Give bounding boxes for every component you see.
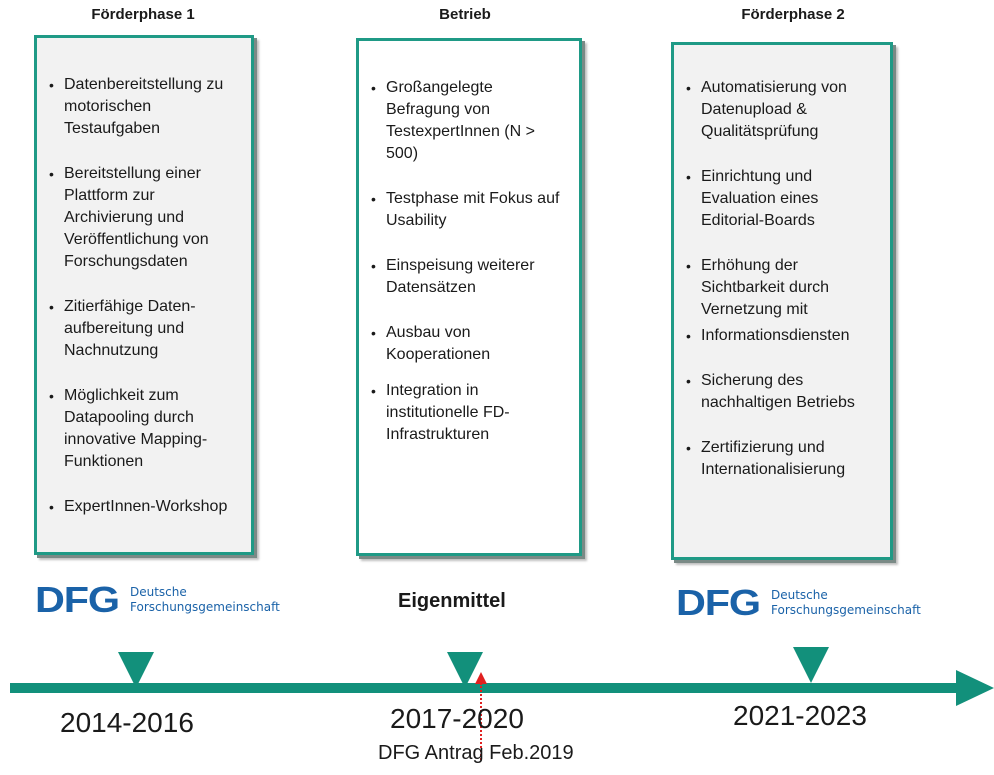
edge-marks-left (16, 75, 28, 250)
list-item: Informationsdiensten (686, 325, 880, 347)
list-item: Datenbereitstellung zu motorischen Testa… (49, 74, 241, 140)
phase2-title: Betrieb (439, 6, 491, 23)
list-item: Bereitstellung einer Plattform zur Archi… (49, 163, 241, 273)
list-item: Einrichtung und Evaluation eines Editori… (686, 166, 880, 232)
list-item: Zertifizierung und Internationalisierung (686, 437, 880, 481)
phase2-box: Großangelegte Befragung von TestexpertIn… (356, 38, 582, 556)
phase1-box: Datenbereitstellung zu motorischen Testa… (34, 35, 254, 555)
list-item: Zitierfähige Daten-aufbereitung und Nach… (49, 296, 241, 362)
list-item: Möglichkeit zum Datapooling durch innova… (49, 385, 241, 473)
list-item: Großangelegte Befragung von TestexpertIn… (371, 77, 569, 165)
timeline-marker-1 (118, 652, 154, 688)
phase3-box: Automatisierung von Datenupload & Qualit… (671, 42, 893, 560)
list-item: ExpertInnen-Workshop (49, 496, 241, 518)
list-item: Ausbau von Kooperationen (371, 322, 569, 366)
list-item: Einspeisung weiterer Datensätzen (371, 255, 569, 299)
list-item: Erhöhung der Sichtbarkeit durch Vernetzu… (686, 255, 880, 321)
year-label-1: 2014-2016 (60, 707, 194, 738)
year-label-2: 2017-2020 (390, 703, 524, 734)
phase3-list: Automatisierung von Datenupload & Qualit… (686, 77, 880, 481)
phase3-title: Förderphase 2 (741, 6, 845, 23)
list-item: Testphase mit Fokus auf Usability (371, 188, 569, 232)
dfg-logo-mark: DFG (35, 579, 120, 620)
phase2-list: Großangelegte Befragung von TestexpertIn… (371, 77, 569, 446)
timeline-arrow-head (956, 670, 994, 706)
funding-eigenmittel: Eigenmittel (398, 590, 506, 612)
dfg-logo-mark: DFG (676, 582, 761, 623)
antrag-marker-arrow (475, 672, 487, 684)
phase1-list: Datenbereitstellung zu motorischen Testa… (49, 74, 241, 518)
dfg-antrag-note: DFG Antrag Feb.2019 (378, 742, 574, 764)
timeline-marker-3 (793, 647, 829, 683)
list-item: Sicherung des nachhaltigen Betriebs (686, 370, 880, 414)
year-label-3: 2021-2023 (733, 700, 867, 731)
antrag-marker-line (480, 683, 482, 760)
list-item: Automatisierung von Datenupload & Qualit… (686, 77, 880, 143)
timeline-bar (10, 683, 960, 693)
phase1-title: Förderphase 1 (91, 6, 195, 23)
list-item: Integration in institutionelle FD-Infras… (371, 380, 569, 446)
